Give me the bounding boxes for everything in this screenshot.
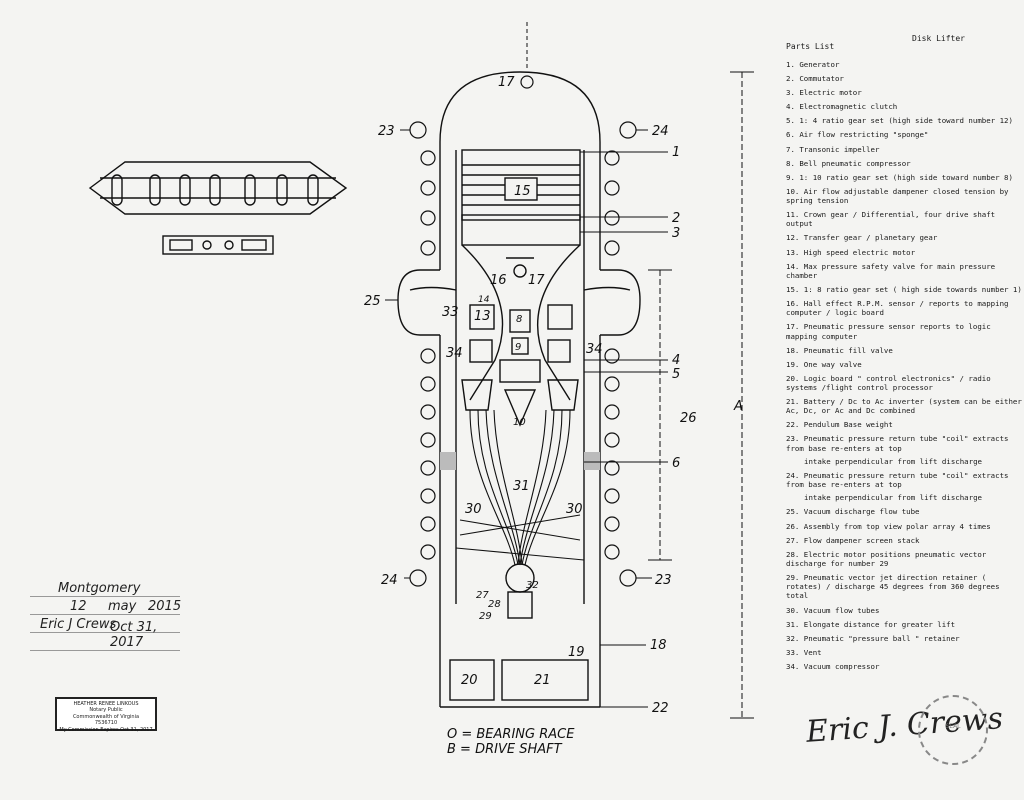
leader-lines xyxy=(385,22,754,719)
callout-33: 33 xyxy=(442,305,459,320)
drawing-title: Disk Lifter xyxy=(912,34,965,43)
part-item: 33. Vent xyxy=(786,647,822,657)
notary-expiry: Oct 31, 2017 xyxy=(110,620,158,650)
part-item: 22. Pendulum Base weight xyxy=(786,420,893,430)
part-item: 7. Transonic impeller xyxy=(786,144,880,154)
part-item: 13. High speed electric motor xyxy=(786,247,916,257)
callout-17-mid: 17 xyxy=(528,273,545,288)
notary-stamp: HEATHER RENEE LINKOUS Notary Public Comm… xyxy=(55,697,157,733)
part-item: 26. Assembly from top view polar array 4… xyxy=(786,521,991,531)
callout-1: 1 xyxy=(672,145,680,160)
notary-signer: Eric J Crews xyxy=(40,617,117,632)
callout-30-right: 30 xyxy=(566,502,583,517)
callout-5: 5 xyxy=(672,367,680,382)
part-item: 17. Pneumatic pressure sensor reports to… xyxy=(786,322,991,341)
notary-county: Montgomery xyxy=(58,581,141,596)
callout-24-top: 24 xyxy=(652,124,669,139)
callout-3: 3 xyxy=(672,226,680,241)
part-item: 25. Vacuum discharge flow tube xyxy=(786,507,920,517)
callout-2: 2 xyxy=(672,211,680,226)
part-item: 10. Air flow adjustable dampener closed … xyxy=(786,186,1009,206)
parts-list-label: Parts List xyxy=(786,42,835,51)
part-item: 24. Pneumatic pressure return tube "coil… xyxy=(786,470,1009,503)
part-item: 18. Pneumatic fill valve xyxy=(786,345,893,355)
notary-block: Montgomery 12 may 2015 Eric J Crews Oct … xyxy=(30,581,182,654)
callout-A: A xyxy=(733,399,743,414)
callout-31: 31 xyxy=(513,479,530,494)
callout-9: 9 xyxy=(515,342,521,353)
main-body xyxy=(397,71,641,708)
part-item: 2. Commutator xyxy=(786,74,844,84)
part-item: 29. Pneumatic vector jet direction retai… xyxy=(786,573,1000,601)
callout-29: 29 xyxy=(479,611,492,622)
part-item: 11. Crown gear / Differential, four driv… xyxy=(786,210,996,229)
notary-month: may xyxy=(108,599,137,614)
callout-22: 22 xyxy=(652,701,669,716)
callout-8: 8 xyxy=(516,314,522,325)
part-item: 8. Bell pneumatic compressor xyxy=(786,158,911,168)
parts-list-items: 1. Generator 2. Commutator 3. Electric mot… xyxy=(786,60,1022,671)
part-item: 14. Max pressure safety valve for main p… xyxy=(786,261,996,280)
notary-year: 2015 xyxy=(148,599,182,614)
part-item: 6. Air flow restricting "sponge" xyxy=(786,130,929,140)
callout-34-left: 34 xyxy=(446,346,463,361)
callout-21: 21 xyxy=(534,673,551,688)
callout-25: 25 xyxy=(364,294,381,309)
callout-4: 4 xyxy=(672,353,680,368)
bearing-races xyxy=(409,75,637,587)
callout-19: 19 xyxy=(568,645,585,660)
callout-6: 6 xyxy=(672,456,680,471)
part-item: 21. Battery / Dc to Ac inverter (system … xyxy=(786,397,1022,416)
callout-32: 32 xyxy=(526,580,539,591)
part-item: 23. Pneumatic pressure return tube "coil… xyxy=(786,434,1009,466)
callout-17-top: 17 xyxy=(498,75,515,90)
part-item: 5. 1: 4 ratio gear set (high side toward… xyxy=(786,116,1013,126)
part-item: 1. Generator xyxy=(786,60,840,69)
part-item: 3. Electric motor xyxy=(786,88,862,98)
part-item: 12. Transfer gear / planetary gear xyxy=(786,233,938,243)
callout-15: 15 xyxy=(514,184,531,199)
callout-16: 16 xyxy=(490,273,507,288)
vacuum-flow-tubes xyxy=(440,409,600,566)
parts-list: Disk Lifter Parts List 1. Generator 2. Co… xyxy=(786,34,1022,676)
callout-26: 26 xyxy=(680,411,697,426)
callout-23-top: 23 xyxy=(378,124,395,139)
part-item: 28. Electric motor positions pneumatic v… xyxy=(786,549,987,568)
callout-27: 27 xyxy=(476,590,489,601)
notary-day: 12 xyxy=(70,599,87,614)
part-item: 16. Hall effect R.P.M. sensor / reports … xyxy=(786,299,1009,318)
part-item: 27. Flow dampener screen stack xyxy=(786,535,920,545)
embossed-seal: SEAL xyxy=(918,695,988,765)
callout-23-bottom: 23 xyxy=(655,573,672,588)
callout-34-right: 34 xyxy=(586,342,603,357)
legend-bearing-race: O = BEARING RACE xyxy=(447,727,575,742)
part-item: 19. One way valve xyxy=(786,359,862,369)
callout-24-bottom: 24 xyxy=(381,573,398,588)
part-item: 30. Vacuum flow tubes xyxy=(786,605,880,615)
part-item: 32. Pneumatic "pressure ball " retainer xyxy=(786,633,960,643)
callout-13-left: 13 xyxy=(474,309,491,324)
callout-10: 10 xyxy=(513,417,526,428)
part-item: 31. Elongate distance for greater lift xyxy=(786,619,956,629)
callout-14: 14 xyxy=(478,295,490,305)
part-item: 20. Logic board " control electronics" /… xyxy=(786,373,991,392)
part-item: 34. Vacuum compressor xyxy=(786,661,880,671)
callout-28: 28 xyxy=(488,599,501,610)
part-item: 4. Electromagnetic clutch xyxy=(786,102,898,112)
callout-18: 18 xyxy=(650,638,667,653)
callout-30-left: 30 xyxy=(465,502,482,517)
side-view-disc xyxy=(88,161,348,255)
part-item: 9. 1: 10 ratio gear set (high side towar… xyxy=(786,172,1013,182)
part-item: 15. 1: 8 ratio gear set ( high side towa… xyxy=(786,284,1022,294)
legend-drive-shaft: B = DRIVE SHAFT xyxy=(447,742,563,757)
callout-20: 20 xyxy=(461,673,478,688)
